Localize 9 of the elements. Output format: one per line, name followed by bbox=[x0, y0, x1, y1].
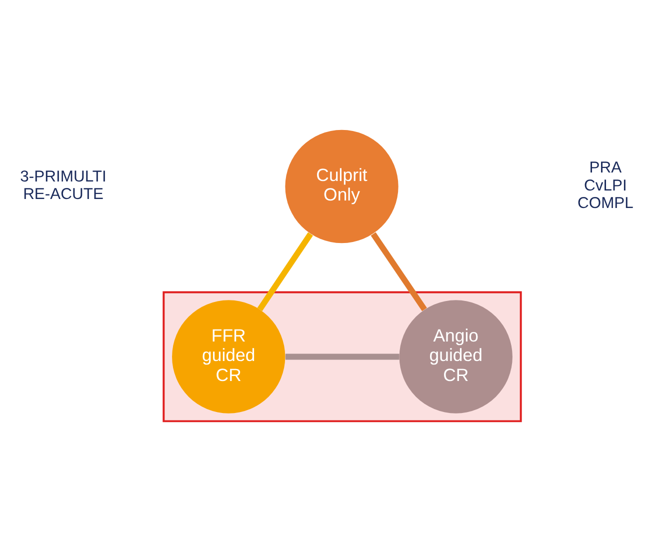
label: PRA CvLPI COMPL bbox=[577, 159, 634, 212]
label: 3-PRIMULTI RE-ACUTE bbox=[20, 168, 106, 203]
connector bbox=[257, 232, 313, 311]
connector bbox=[285, 353, 400, 360]
node-circle: FFR guided CR bbox=[172, 300, 286, 413]
node-circle: Angio guided CR bbox=[399, 300, 512, 413]
connector bbox=[370, 232, 427, 311]
cluster bbox=[162, 290, 522, 422]
node-circle: Culprit Only bbox=[285, 129, 398, 243]
